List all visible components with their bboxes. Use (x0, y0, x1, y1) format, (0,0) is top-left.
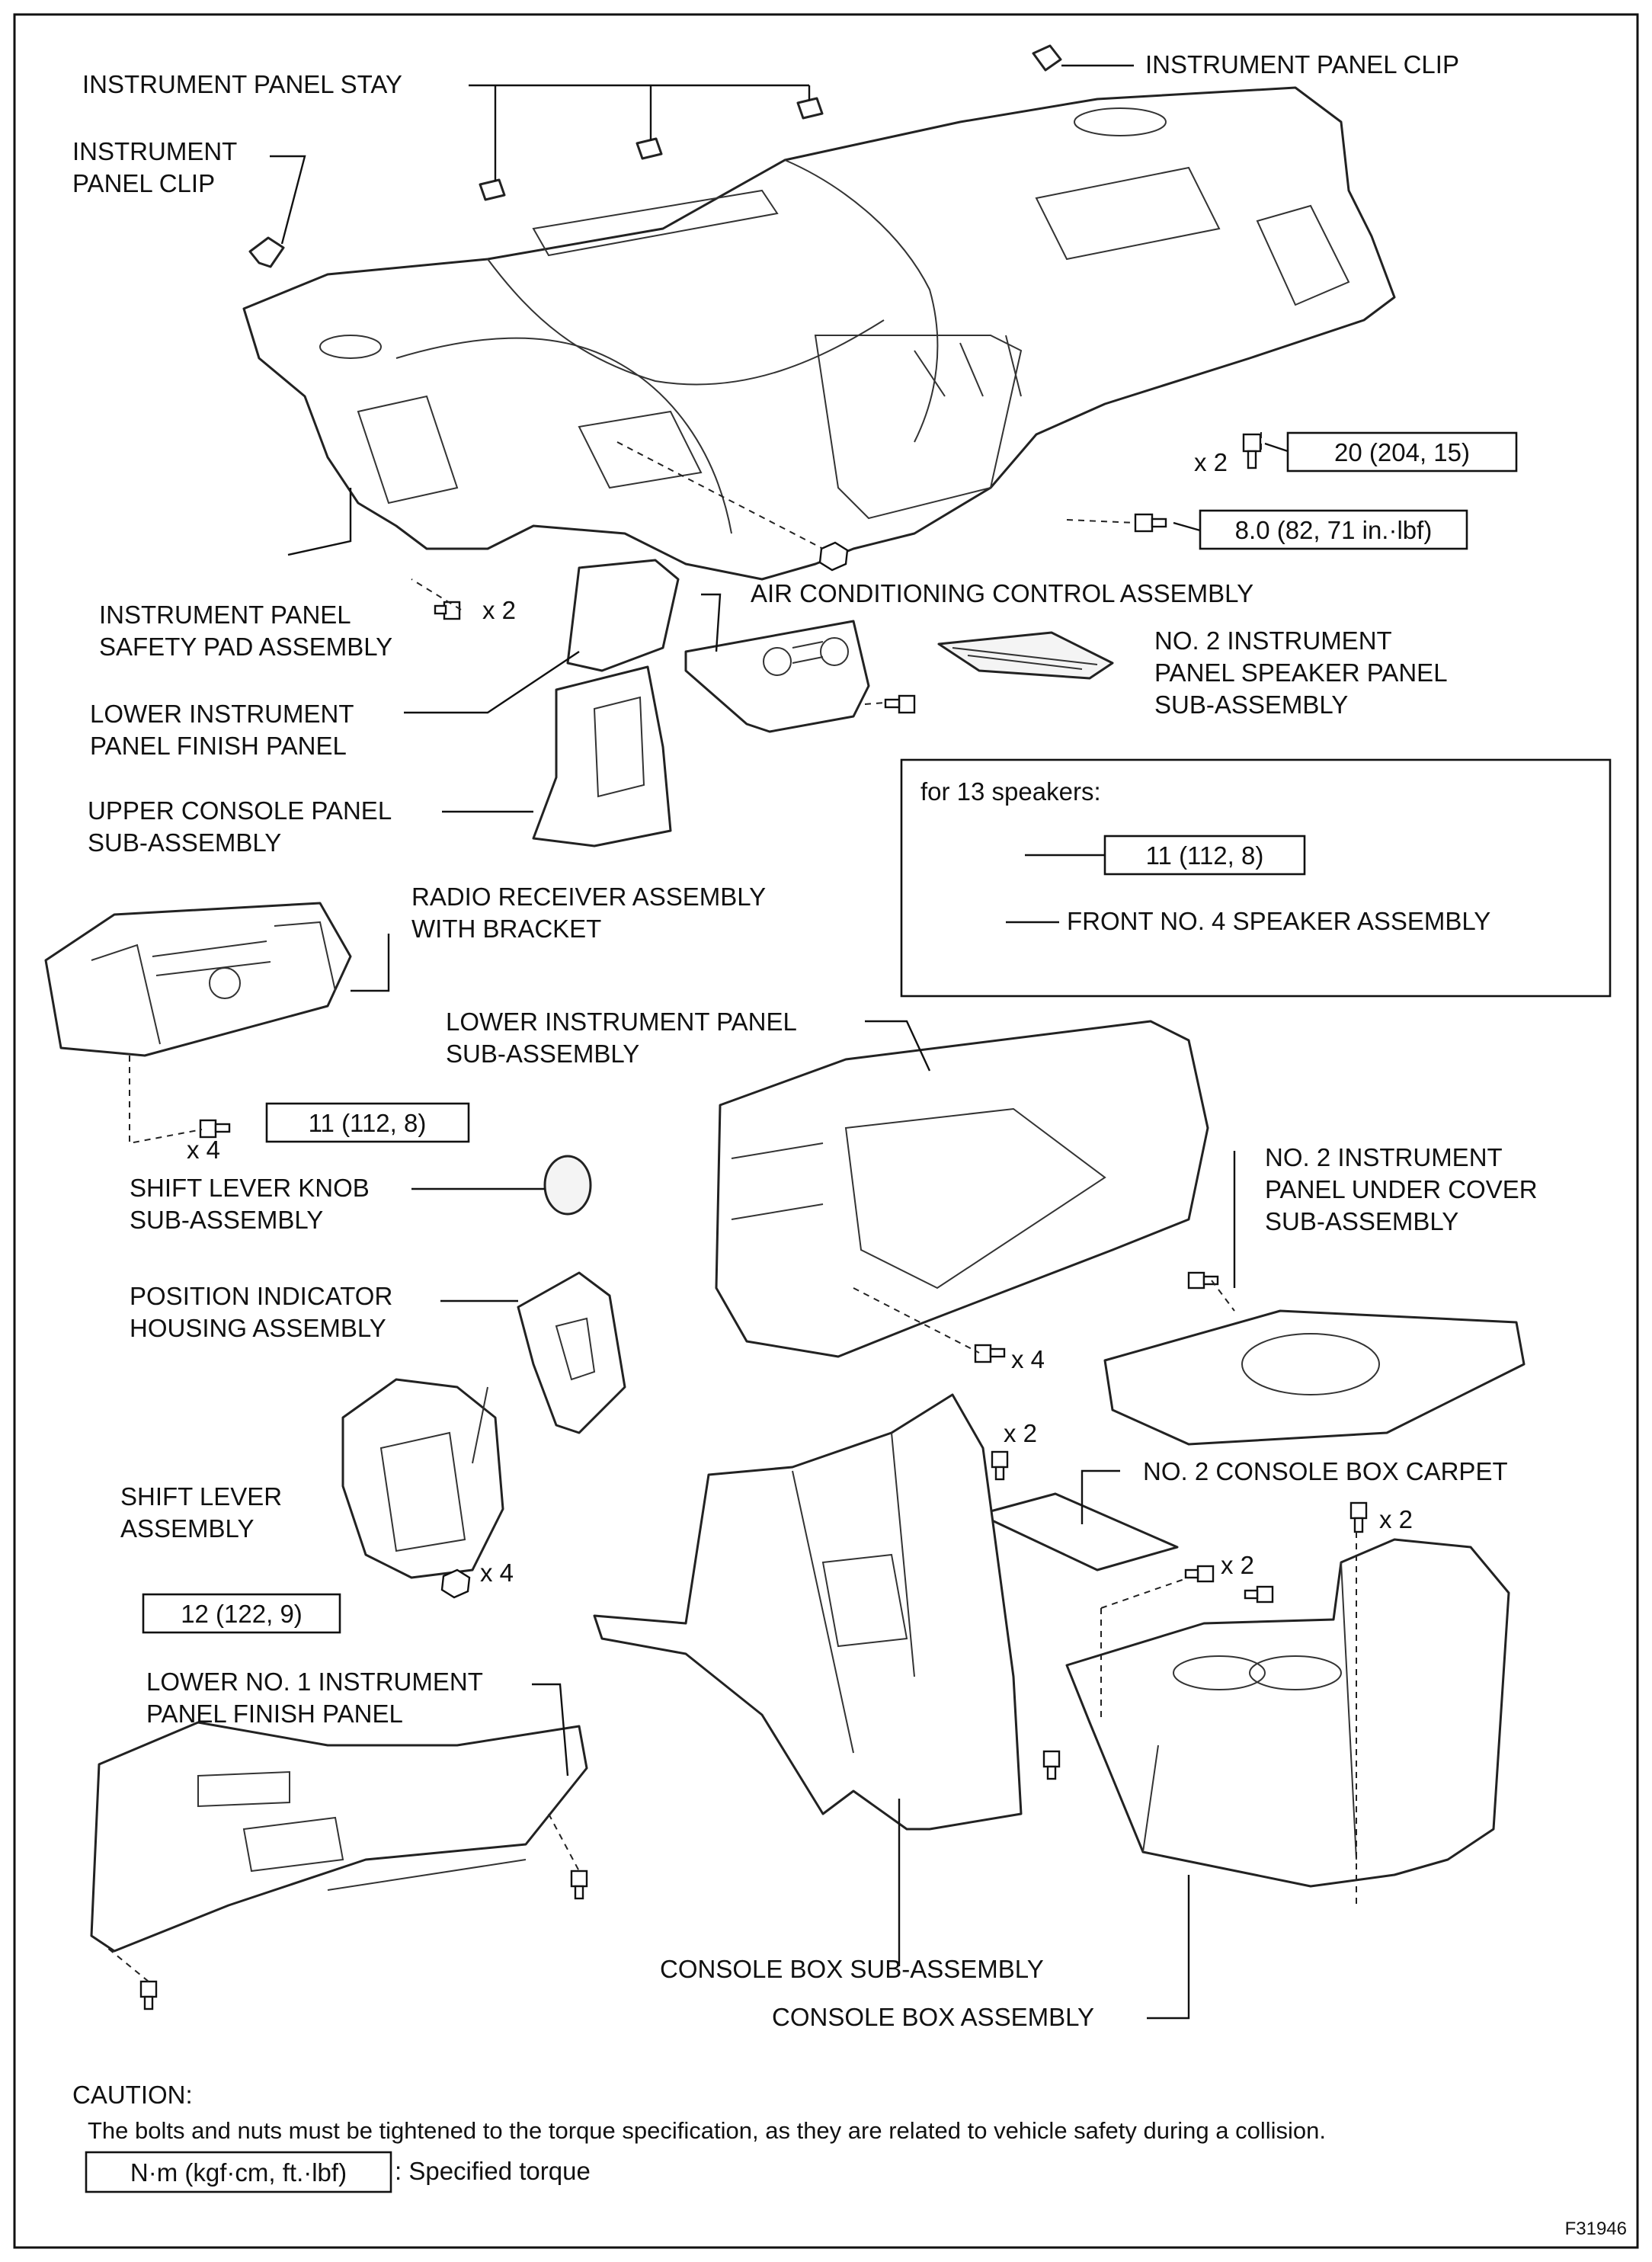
bolt-icon (1349, 1501, 1368, 1533)
diagram-frame (13, 13, 1639, 2249)
label-air-conditioning: AIR CONDITIONING CONTROL ASSEMBLY (751, 579, 1253, 607)
position-indicator-housing-drawing (517, 1271, 626, 1434)
inset-title: for 13 speakers: (920, 777, 1101, 806)
figure-id: F31946 (1565, 2219, 1627, 2239)
bolt-icon (199, 1119, 231, 1139)
air-conditioning-control-drawing (684, 620, 870, 733)
bolt-icon (1134, 513, 1167, 533)
bolt-icon (570, 1870, 588, 1900)
qty-x2-console-sub: x 2 (1004, 1419, 1037, 1447)
shift-lever-knob-drawing (543, 1155, 592, 1216)
label-position-indicator-1: POSITION INDICATOR (130, 1282, 392, 1310)
leader-lines (270, 64, 1289, 2020)
label-upper-console-2: SUB-ASSEMBLY (88, 828, 281, 857)
legend-description: : Specified torque (395, 2157, 591, 2185)
svg-text:11 (112, 8): 11 (112, 8) (309, 1109, 427, 1137)
torque-legend: N·m (kgf·cm, ft.·lbf) : Specified torque (85, 2151, 591, 2193)
bolt-icon (139, 1980, 158, 2010)
label-position-indicator-2: HOUSING ASSEMBLY (130, 1314, 386, 1342)
nut-icon (818, 541, 849, 572)
caution-heading: CAUTION: (72, 2081, 193, 2109)
assembly-dashed-lines (106, 427, 1357, 1982)
label-lower-panel-sub-1: LOWER INSTRUMENT PANEL (446, 1008, 797, 1036)
qty-x2-console-front: x 2 (1221, 1551, 1254, 1579)
console-box-sub-assembly-drawing (593, 1393, 1023, 1831)
svg-text:12 (122, 9): 12 (122, 9) (181, 1600, 303, 1628)
label-lower-finish-1: LOWER INSTRUMENT (90, 700, 354, 728)
qty-x4-shift-lever: x 4 (480, 1559, 514, 1587)
console-box-carpet-drawing (978, 1492, 1179, 1572)
label-speaker-panel-1: NO. 2 INSTRUMENT (1154, 626, 1392, 655)
upper-console-panel-drawing (532, 665, 672, 847)
label-shift-lever-1: SHIFT LEVER (120, 1482, 282, 1511)
label-instrument-panel-stay: INSTRUMENT PANEL STAY (82, 70, 402, 98)
label-instrument-panel-clip-left-1: INSTRUMENT (72, 137, 237, 165)
label-speaker-panel-2: PANEL SPEAKER PANEL (1154, 658, 1448, 687)
label-upper-console-1: UPPER CONSOLE PANEL (88, 796, 392, 825)
qty-x4-radio: x 4 (187, 1136, 220, 1164)
label-front-speaker: FRONT NO. 4 SPEAKER ASSEMBLY (1067, 907, 1490, 935)
nut-icon (440, 1568, 471, 1599)
label-safety-pad-1: INSTRUMENT PANEL (99, 601, 351, 629)
label-lower-no1-1: LOWER NO. 1 INSTRUMENT (146, 1668, 483, 1696)
label-instrument-panel-clip-top: INSTRUMENT PANEL CLIP (1145, 50, 1459, 78)
label-under-cover-2: PANEL UNDER COVER (1265, 1175, 1538, 1203)
label-console-assy: CONSOLE BOX ASSEMBLY (772, 2003, 1094, 2031)
label-radio-2: WITH BRACKET (411, 915, 601, 943)
instrument-panel-safety-pad-drawing (242, 86, 1396, 581)
speaker-panel-drawing (937, 631, 1114, 680)
label-instrument-panel-clip-left-2: PANEL CLIP (72, 169, 215, 197)
legend-box-text: N·m (kgf·cm, ft.·lbf) (130, 2158, 347, 2187)
label-radio-1: RADIO RECEIVER ASSEMBLY (411, 883, 766, 911)
radio-receiver-drawing (44, 902, 352, 1057)
console-box-assembly-drawing (1065, 1538, 1510, 1888)
label-under-cover-1: NO. 2 INSTRUMENT (1265, 1143, 1503, 1171)
bolt-icon (1244, 1585, 1274, 1604)
bolt-icon (1187, 1271, 1219, 1290)
torque-box-20: 20 (204, 15) (1286, 431, 1518, 473)
bolt-icon (991, 1450, 1009, 1481)
torque-box-12: 12 (122, 9) (142, 1593, 341, 1634)
label-lower-panel-sub-2: SUB-ASSEMBLY (446, 1040, 639, 1068)
torque-box-11-radio: 11 (112, 8) (265, 1102, 470, 1143)
label-shift-knob-1: SHIFT LEVER KNOB (130, 1174, 370, 1202)
bolt-icon (1242, 433, 1262, 469)
lower-instrument-panel-sub-assembly-drawing (715, 1020, 1209, 1358)
bolt-icon (1184, 1565, 1215, 1583)
caution-text: The bolts and nuts must be tightened to … (88, 2117, 1326, 2144)
qty-x4-lower-panel: x 4 (1011, 1345, 1045, 1373)
bolt-icon (974, 1344, 1006, 1363)
label-console-carpet: NO. 2 CONSOLE BOX CARPET (1143, 1457, 1508, 1485)
qty-x2-safety-pad: x 2 (482, 596, 516, 624)
instrument-panel-stay-drawing (479, 97, 824, 201)
torque-11-speaker: 11 (112, 8) (1146, 841, 1264, 870)
svg-text:20 (204, 15): 20 (204, 15) (1334, 438, 1470, 466)
under-cover-drawing (1103, 1309, 1526, 1446)
qty-x2-dash-bolts: x 2 (1194, 448, 1228, 476)
label-console-sub: CONSOLE BOX SUB-ASSEMBLY (660, 1955, 1044, 1983)
svg-text:8.0 (82, 71 in.·lbf): 8.0 (82, 71 in.·lbf) (1235, 516, 1433, 544)
label-safety-pad-2: SAFETY PAD ASSEMBLY (99, 633, 392, 661)
label-speaker-panel-3: SUB-ASSEMBLY (1154, 690, 1348, 719)
bolt-icon (1042, 1750, 1061, 1780)
instrument-panel-clip-drawing (248, 44, 1062, 268)
label-lower-no1-2: PANEL FINISH PANEL (146, 1700, 403, 1728)
label-lower-finish-2: PANEL FINISH PANEL (90, 732, 347, 760)
shift-lever-assembly-drawing (341, 1378, 504, 1579)
bolt-icon (884, 694, 916, 714)
label-shift-lever-2: ASSEMBLY (120, 1514, 254, 1543)
lower-instrument-panel-finish-panel-drawing (566, 559, 680, 672)
speaker-inset-panel: for 13 speakers: 11 (112, 8) FRONT NO. 4… (900, 758, 1612, 998)
bolt-icon (434, 601, 461, 620)
lower-no1-finish-panel-drawing (90, 1721, 588, 1953)
qty-x2-console-rear: x 2 (1379, 1505, 1413, 1533)
torque-box-8: 8.0 (82, 71 in.·lbf) (1199, 509, 1468, 550)
label-under-cover-3: SUB-ASSEMBLY (1265, 1207, 1458, 1235)
label-shift-knob-2: SUB-ASSEMBLY (130, 1206, 323, 1234)
